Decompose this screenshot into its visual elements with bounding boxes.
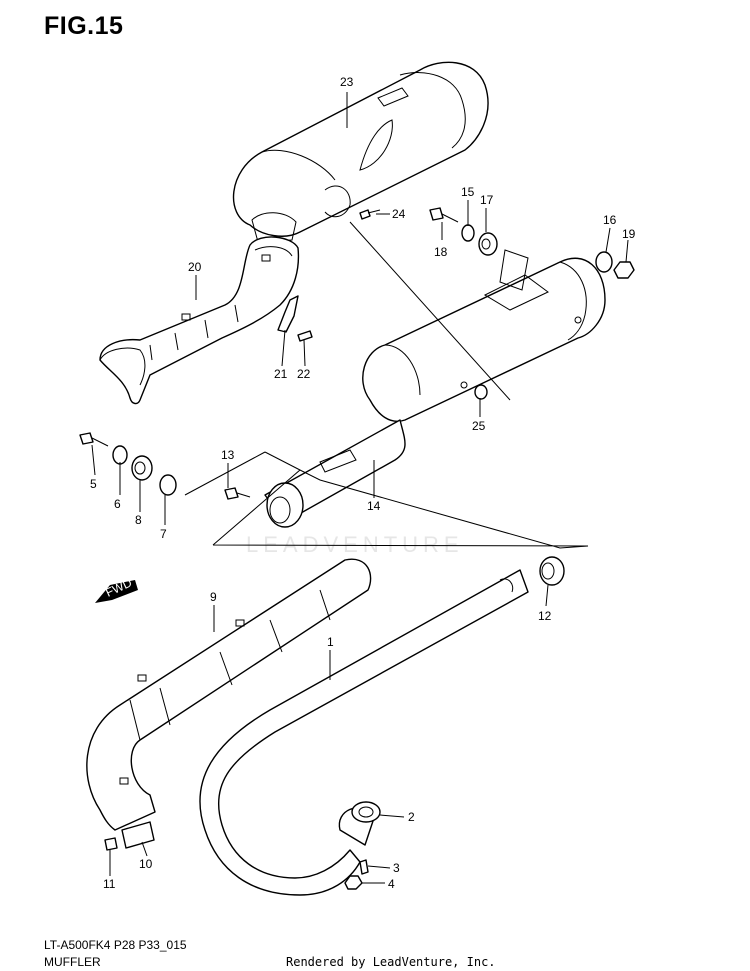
callout-24: 24: [392, 207, 406, 221]
part-20-heat-shield[interactable]: [99, 236, 300, 405]
part-11-bolt[interactable]: [104, 837, 118, 851]
callout-labels: 23 24 15 17 18 16 19 20 21 22 25 13 5 6 …: [90, 75, 636, 891]
part-9-heat-shield[interactable]: [86, 558, 372, 831]
callout-4: 4: [388, 877, 395, 891]
callout-18: 18: [434, 245, 448, 259]
callout-11: 11: [103, 877, 116, 891]
callout-14: 14: [367, 499, 381, 513]
part-8-cushion[interactable]: [131, 455, 153, 481]
assembly-guide-lines: [184, 221, 589, 549]
part-4-nut[interactable]: [344, 875, 363, 890]
part-18-bolt[interactable]: [429, 207, 459, 223]
callout-20: 20: [188, 260, 202, 274]
part-21-bracket[interactable]: [277, 295, 299, 333]
part-5-bolt[interactable]: [79, 432, 109, 447]
part-15-washer[interactable]: [461, 224, 475, 242]
watermark: LEADVENTURE: [246, 532, 464, 557]
rendered-by-credit: Rendered by LeadVenture, Inc.: [286, 955, 496, 969]
callout-6: 6: [114, 497, 121, 511]
callout-19: 19: [622, 227, 636, 241]
callout-12: 12: [538, 609, 552, 623]
part-6-washer[interactable]: [112, 445, 128, 465]
callout-13: 13: [221, 448, 235, 462]
part-13-bolt[interactable]: [224, 487, 251, 500]
part-2-gasket[interactable]: [351, 801, 381, 823]
leader-lines: [91, 92, 629, 884]
callout-5: 5: [90, 477, 97, 491]
part-14-inlet-pipe[interactable]: [264, 419, 406, 528]
part-16-washer[interactable]: [595, 251, 613, 273]
callout-17: 17: [480, 193, 494, 207]
callout-2: 2: [408, 810, 415, 824]
callout-23: 23: [340, 75, 354, 89]
part-19-nut[interactable]: [613, 261, 635, 279]
callout-3: 3: [393, 861, 400, 875]
part-23-muffler-cover[interactable]: [232, 61, 489, 243]
callout-21: 21: [274, 367, 288, 381]
part-17-cushion[interactable]: [478, 232, 498, 256]
fwd-arrow-icon: FWD: [95, 575, 138, 603]
callout-8: 8: [135, 513, 142, 527]
part-1-exhaust-pipe[interactable]: [199, 569, 529, 896]
callout-7: 7: [160, 527, 167, 541]
figure-title: FIG.15: [44, 12, 124, 40]
callout-10: 10: [139, 857, 153, 871]
callout-1: 1: [327, 635, 334, 649]
callout-15: 15: [461, 185, 475, 199]
section-name: MUFFLER: [44, 955, 101, 969]
callout-22: 22: [297, 367, 311, 381]
part-22-bolt[interactable]: [297, 330, 313, 342]
part-12-gasket[interactable]: [539, 556, 565, 586]
callout-16: 16: [603, 213, 617, 227]
callout-25: 25: [472, 419, 486, 433]
part-7-washer[interactable]: [159, 474, 177, 496]
model-code: LT-A500FK4 P28 P33_015: [44, 938, 187, 952]
callout-9: 9: [210, 590, 217, 604]
part-10-clamp[interactable]: [121, 821, 155, 849]
part-24-bolt[interactable]: [359, 209, 381, 220]
part-3-stud[interactable]: [359, 859, 369, 875]
part-25-washer[interactable]: [474, 384, 488, 400]
